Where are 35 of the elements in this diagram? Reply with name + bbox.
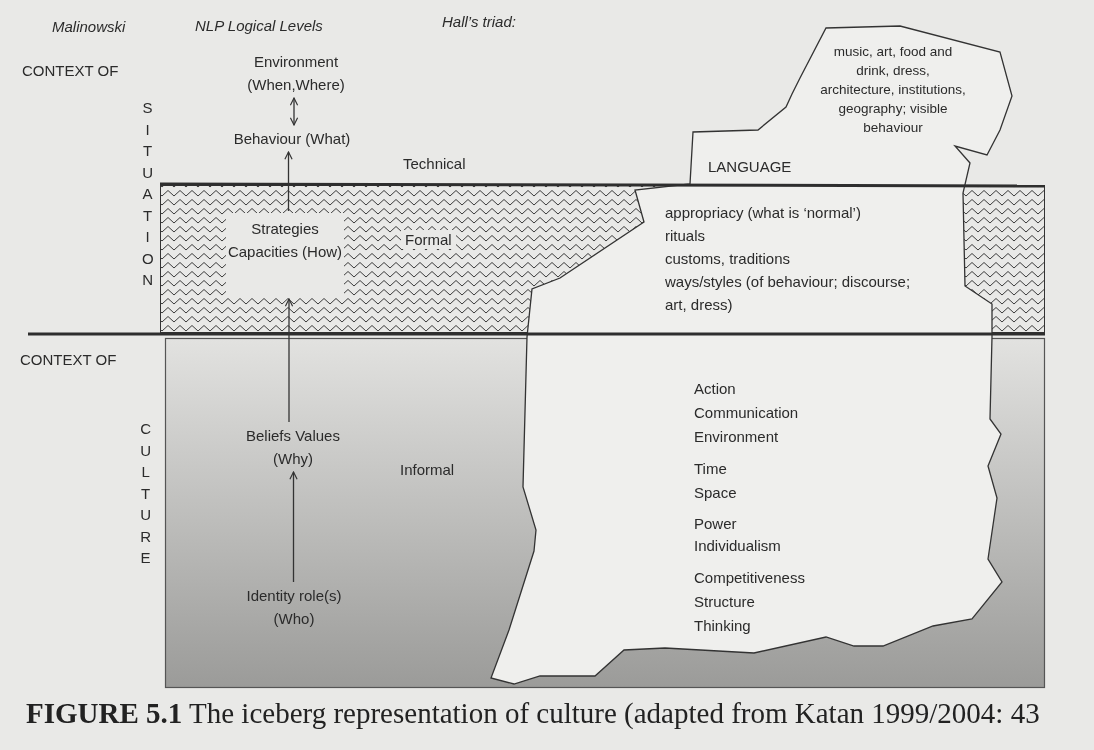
column-heading: Malinowski [52, 18, 126, 35]
double-arrow [289, 97, 299, 126]
iceberg-tip-text: music, art, food and drink, dress, architecture, institutions, geography; visible behaviour [819, 43, 967, 137]
iceberg-heading: LANGUAGE [708, 157, 792, 177]
list-item: Structure [694, 592, 755, 612]
list-item: Competitiveness [694, 568, 805, 588]
list-item: customs, traditions [665, 249, 791, 269]
figure-caption: FIGURE 5.1 The iceberg representation of culture (adapted from Katan 1999/2004: 43 [26, 697, 1040, 730]
list-item: appropriacy (what is ‘normal’) [665, 203, 861, 223]
list-item: Time [694, 459, 727, 479]
vertical-label: SITUATION [142, 98, 154, 290]
arrow [284, 298, 294, 423]
list-item: Communication [694, 403, 799, 423]
level-text: Identity role(s) (Who) [236, 584, 352, 630]
list-item: Environment [694, 427, 779, 447]
list-item: Action [694, 379, 736, 399]
level-text: Environment (When,Where) [216, 50, 376, 96]
list-item: Power [694, 514, 737, 534]
level-text: Strategies Capacities (How) [226, 213, 344, 297]
list-item: rituals [665, 226, 705, 246]
list-item: ways/styles (of behaviour; discourse; art, dress) [665, 272, 912, 315]
zone-label: Informal [400, 461, 455, 478]
list-item: Space [694, 483, 737, 503]
column-heading: NLP Logical Levels [195, 17, 323, 34]
vertical-label: CULTURE [140, 419, 152, 568]
list-item: Individualism [694, 536, 781, 556]
zone-label: CONTEXT OF [20, 351, 117, 368]
level-text: Beliefs Values (Why) [238, 424, 348, 470]
level-text: Behaviour (What) [227, 127, 357, 150]
zone-label: Formal [401, 230, 456, 249]
zone-label: Technical [403, 155, 466, 172]
list-item: Thinking [694, 616, 751, 636]
zone-label: CONTEXT OF [22, 62, 119, 79]
arrow [289, 471, 298, 583]
column-heading: Hall’s triad: [442, 13, 516, 30]
